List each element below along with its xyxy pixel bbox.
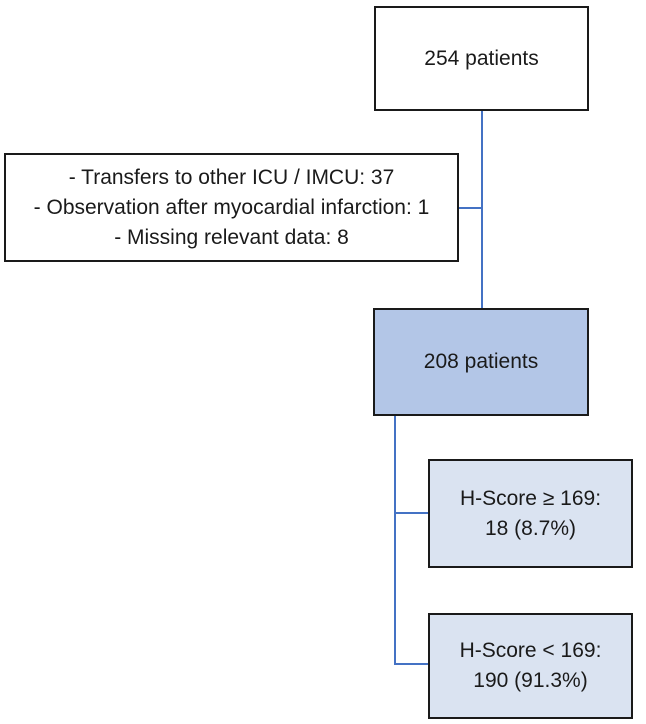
connector-hscore-low-branch bbox=[396, 663, 428, 665]
connector-hscore-high-branch bbox=[396, 512, 428, 514]
node-total-patients: 254 patients bbox=[374, 6, 589, 111]
exclusion-line-transfers: - Transfers to other ICU / IMCU: 37 bbox=[68, 165, 395, 189]
hscore-low-value: 190 (91.3%) bbox=[473, 669, 588, 692]
node-included-label: 208 patients bbox=[423, 350, 539, 373]
hscore-low-label: H-Score < 169: bbox=[459, 639, 602, 662]
node-total-label: 254 patients bbox=[424, 46, 539, 70]
exclusion-line-missing-data: - Missing relevant data: 8 bbox=[114, 225, 349, 249]
connector-exclusions-branch bbox=[459, 207, 482, 209]
connector-included-trunk bbox=[394, 416, 396, 665]
exclusion-line-observation: - Observation after myocardial infarctio… bbox=[33, 195, 430, 219]
hscore-high-label: H-Score ≥ 169: bbox=[459, 486, 602, 510]
hscore-high-value: 18 (8.7%) bbox=[484, 516, 577, 540]
node-exclusions: - Transfers to other ICU / IMCU: 37 - Ob… bbox=[4, 153, 459, 262]
node-hscore-low: H-Score < 169: 190 (91.3%) bbox=[428, 613, 633, 719]
connector-total-to-included bbox=[481, 111, 483, 308]
node-hscore-high: H-Score ≥ 169: 18 (8.7%) bbox=[428, 459, 633, 568]
node-included-patients: 208 patients bbox=[373, 308, 589, 416]
